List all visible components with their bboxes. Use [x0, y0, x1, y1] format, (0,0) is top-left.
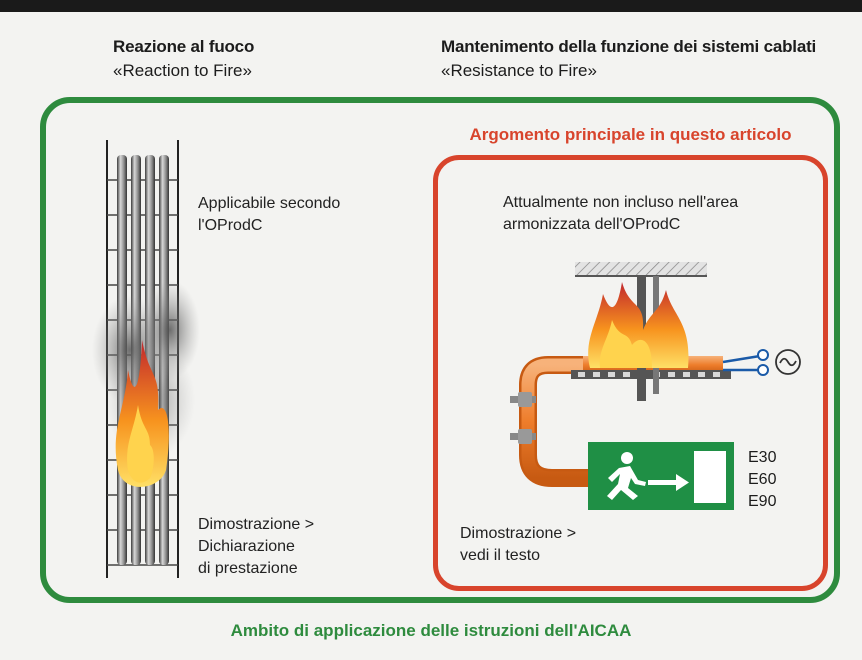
- left-heading-title: Reazione al fuoco: [113, 37, 255, 56]
- left-demonstration-line: di prestazione: [198, 560, 298, 577]
- top-rule: [0, 0, 862, 12]
- exit-sign-icon: [588, 442, 734, 510]
- left-applicability-line: Applicabile secondo: [198, 195, 341, 212]
- main-topic-title: Argomento principale in questo articolo: [469, 125, 792, 144]
- scope-frame: [40, 97, 840, 603]
- left-applicability-text: Applicabile secondo l'OProdC: [198, 193, 340, 237]
- left-demonstration-line: Dimostrazione >: [198, 516, 315, 533]
- right-demonstration-text: Dimostrazione > vedi il testo: [460, 523, 576, 567]
- right-heading-subtitle: «Resistance to Fire»: [441, 61, 597, 80]
- reaction-to-fire-heading: Reazione al fuoco «Reaction to Fire»: [113, 35, 254, 83]
- resistance-to-fire-heading: Mantenimento della funzione dei sistemi …: [441, 35, 816, 83]
- right-status-line: armonizzata dell'OProdC: [503, 216, 681, 233]
- left-heading-subtitle: «Reaction to Fire»: [113, 61, 252, 80]
- right-status-text: Attualmente non incluso nell'area armoni…: [503, 192, 738, 236]
- main-topic-frame: [433, 155, 828, 591]
- ceiling-icon: [575, 262, 707, 277]
- right-status-line: Attualmente non incluso nell'area: [503, 194, 739, 211]
- right-demonstration-line: vedi il testo: [460, 547, 541, 564]
- left-applicability-line: l'OProdC: [198, 217, 263, 234]
- ac-power-icon: [722, 349, 801, 376]
- fire-icon: [115, 340, 169, 487]
- fire-resistance-classes: E30 E60 E90: [748, 447, 776, 513]
- class-label: E60: [748, 471, 777, 488]
- class-label: E90: [748, 493, 777, 510]
- scope-caption: Ambito di applicazione delle istruzioni …: [230, 621, 632, 640]
- fire-icon: [588, 282, 689, 368]
- right-demonstration-line: Dimostrazione >: [460, 525, 577, 542]
- left-demonstration-text: Dimostrazione > Dichiarazione di prestaz…: [198, 514, 314, 580]
- right-heading-title: Mantenimento della funzione dei sistemi …: [441, 37, 817, 56]
- class-label: E30: [748, 449, 777, 466]
- left-demonstration-line: Dichiarazione: [198, 538, 295, 555]
